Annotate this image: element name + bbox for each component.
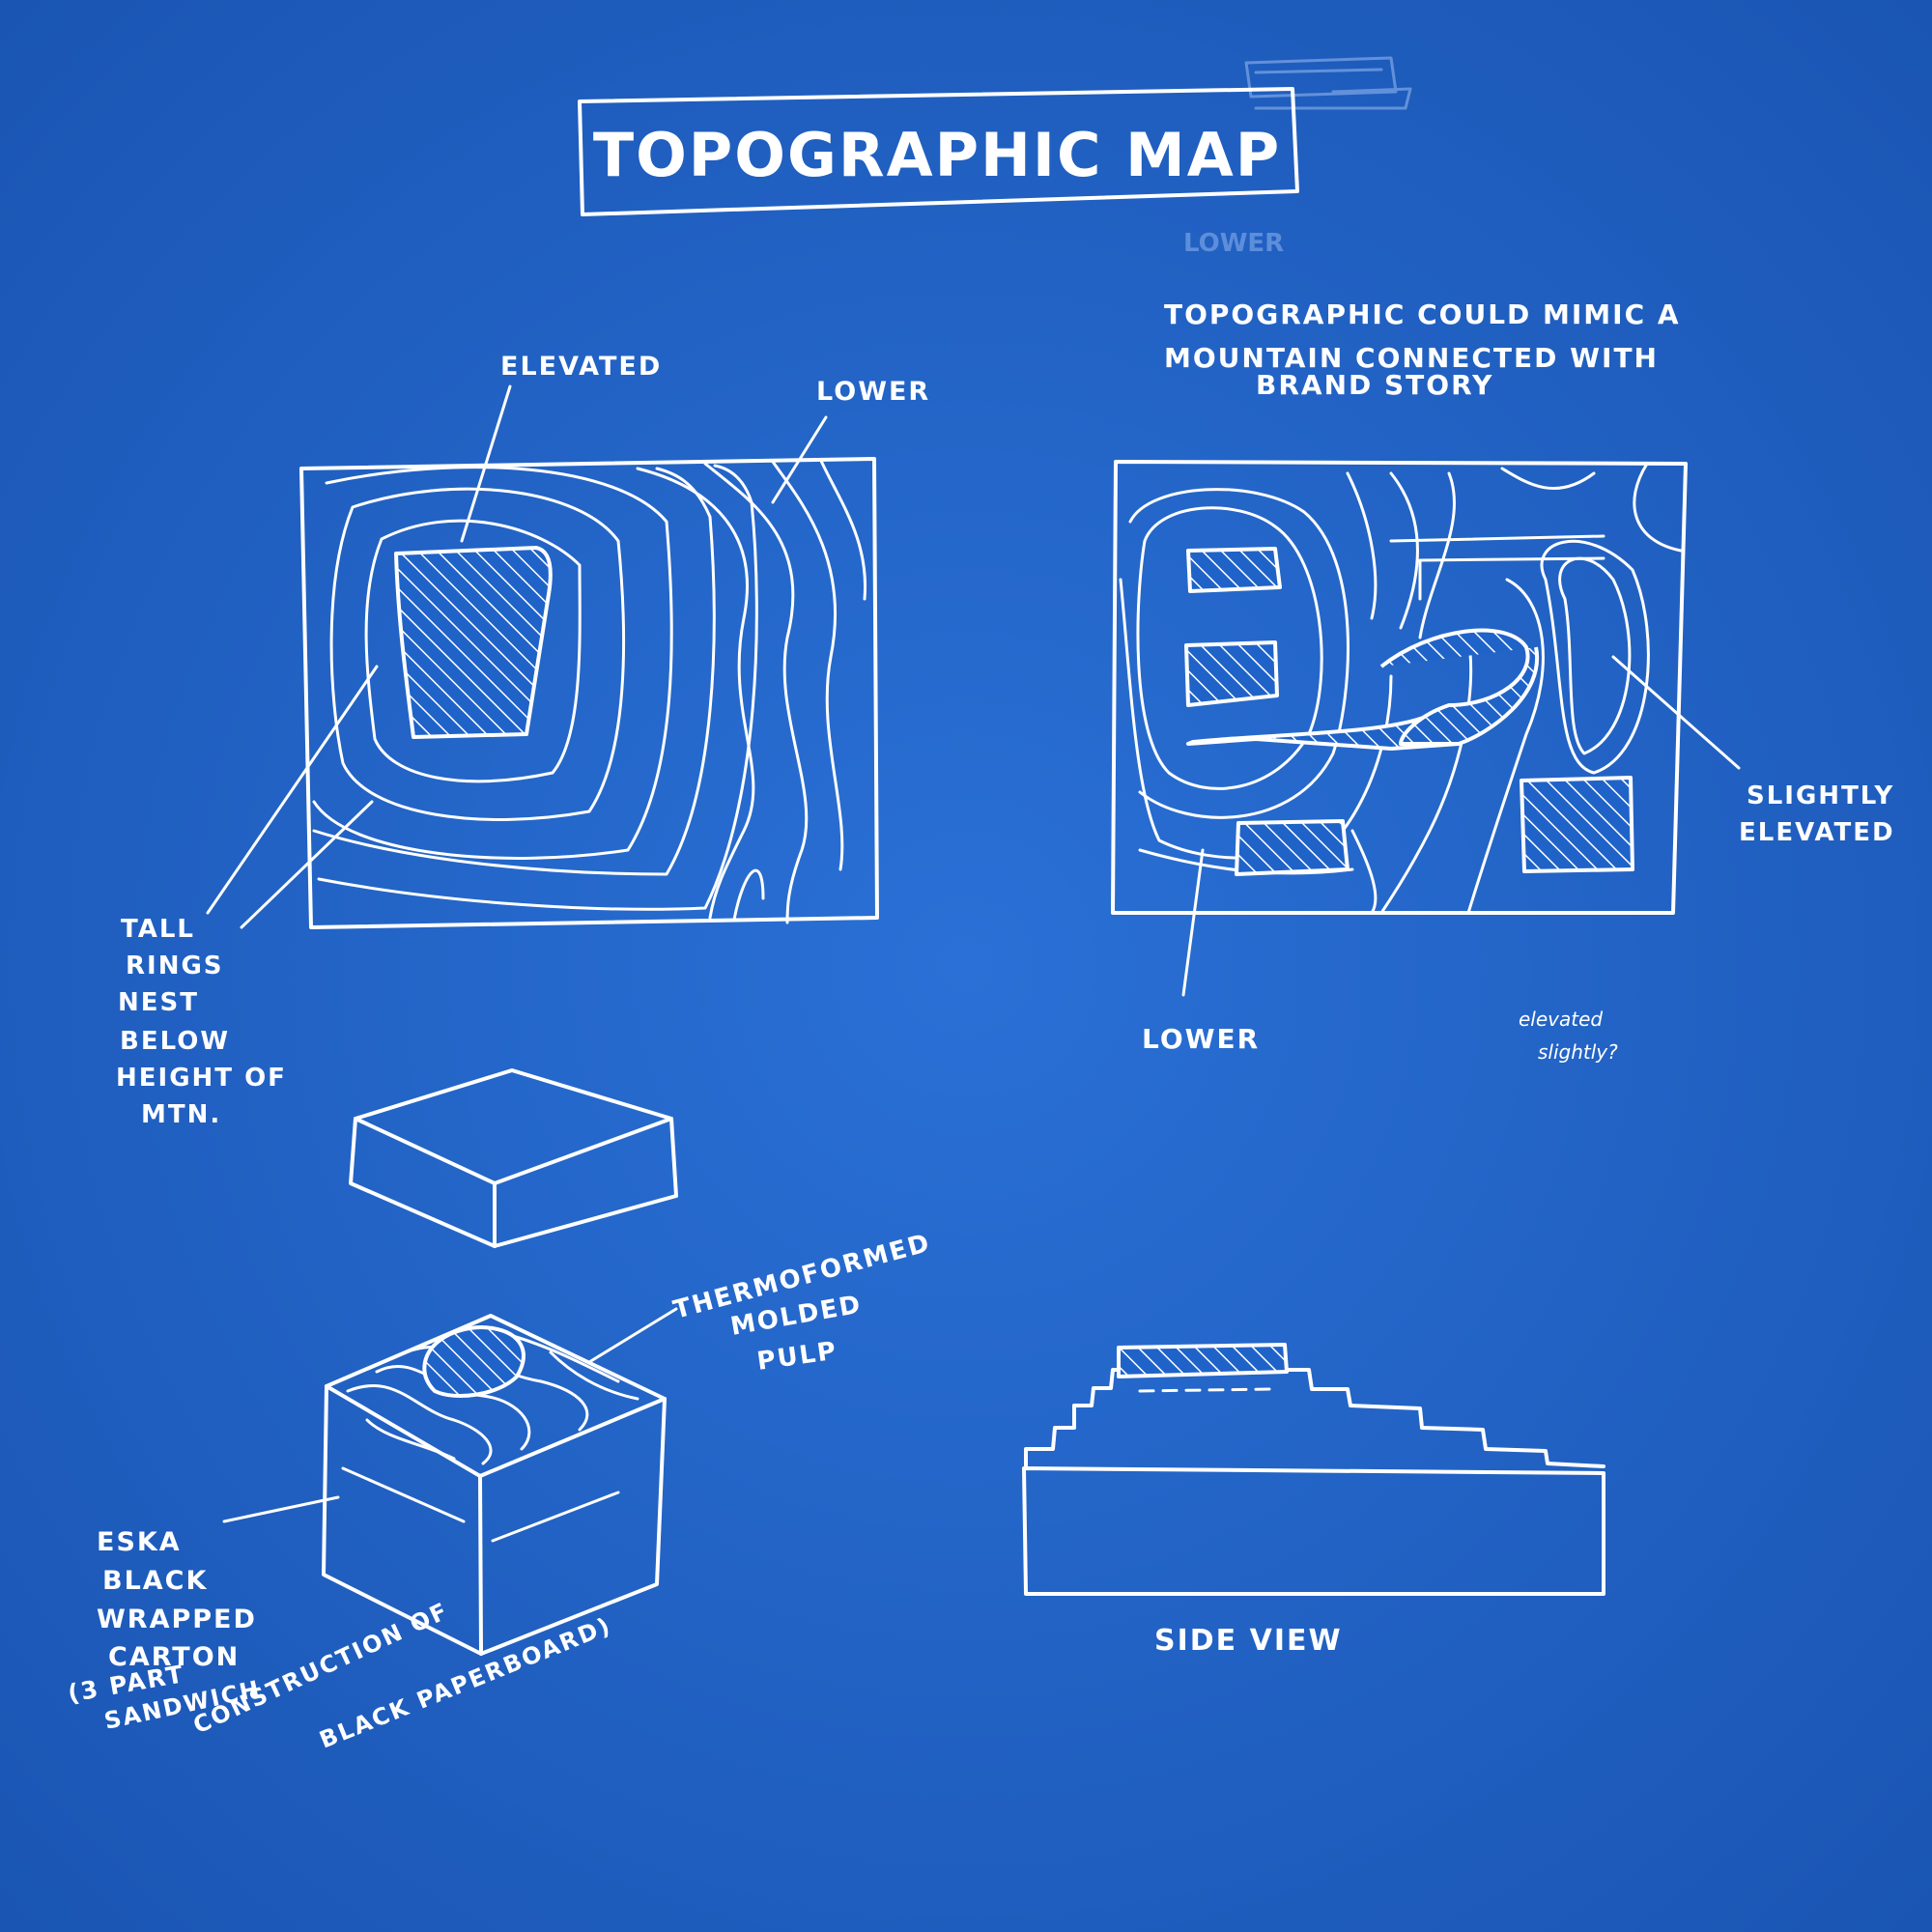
- left-lower-label: LOWER: [816, 377, 930, 407]
- question-note-line-1: elevated: [1519, 1008, 1603, 1031]
- left-topographic-map: ELEVATED LOWER TALL RINGS NEST BELOW HEI…: [116, 352, 930, 1129]
- svg-text:BELOW: BELOW: [120, 1027, 230, 1056]
- right-topographic-map: TOPOGRAPHIC COULD MIMIC A MOUNTAIN CONNE…: [1111, 298, 1895, 1064]
- elevated-label: ELEVATED: [1739, 818, 1895, 847]
- svg-text:TOPOGRAPHIC COULD MIMIC A: TOPOGRAPHIC COULD MIMIC A: [1164, 298, 1681, 330]
- ridge-hook: [1379, 628, 1540, 746]
- side-view: SIDE VIEW: [1022, 1343, 1605, 1658]
- slightly-label: SLIGHTLY: [1747, 781, 1894, 810]
- faint-note: LOWER: [1183, 229, 1284, 258]
- page-title: TOPOGRAPHIC MAP: [593, 120, 1281, 190]
- svg-text:RINGS: RINGS: [126, 952, 224, 980]
- concept-note: TOPOGRAPHIC COULD MIMIC A MOUNTAIN CONNE…: [1164, 298, 1681, 401]
- right-lower-label: LOWER: [1142, 1023, 1260, 1055]
- left-elevated-label: ELEVATED: [500, 352, 662, 382]
- plateau-2: [1184, 640, 1279, 707]
- tall-rings-note: TALL RINGS NEST BELOW HEIGHT OF MTN.: [116, 915, 287, 1129]
- plateau-right: [1520, 776, 1634, 873]
- box-lid: [349, 1068, 678, 1248]
- svg-text:MTN.: MTN.: [141, 1100, 221, 1129]
- svg-text:WRAPPED: WRAPPED: [97, 1605, 257, 1634]
- svg-text:HEIGHT OF: HEIGHT OF: [116, 1064, 287, 1093]
- molded-pulp-peak: [422, 1325, 526, 1398]
- svg-text:NEST: NEST: [118, 988, 199, 1017]
- question-note-line-2: slightly?: [1538, 1040, 1618, 1064]
- faint-sketch: LOWER: [1183, 56, 1412, 258]
- side-view-plateau: [1117, 1343, 1289, 1378]
- svg-text:MOUNTAIN CONNECTED WITH: MOUNTAIN CONNECTED WITH: [1164, 342, 1659, 374]
- plateau-1: [1186, 547, 1282, 593]
- svg-text:CARTON: CARTON: [108, 1642, 240, 1672]
- plateau-lower: [1235, 819, 1350, 876]
- svg-text:BRAND STORY: BRAND STORY: [1256, 369, 1493, 401]
- left-peak-plateau: [394, 546, 553, 739]
- side-view-label: SIDE VIEW: [1154, 1624, 1343, 1658]
- svg-text:ESKA: ESKA: [97, 1527, 182, 1557]
- svg-text:TALL: TALL: [121, 915, 195, 944]
- svg-text:BLACK: BLACK: [102, 1566, 208, 1596]
- title-box: TOPOGRAPHIC MAP: [578, 87, 1299, 216]
